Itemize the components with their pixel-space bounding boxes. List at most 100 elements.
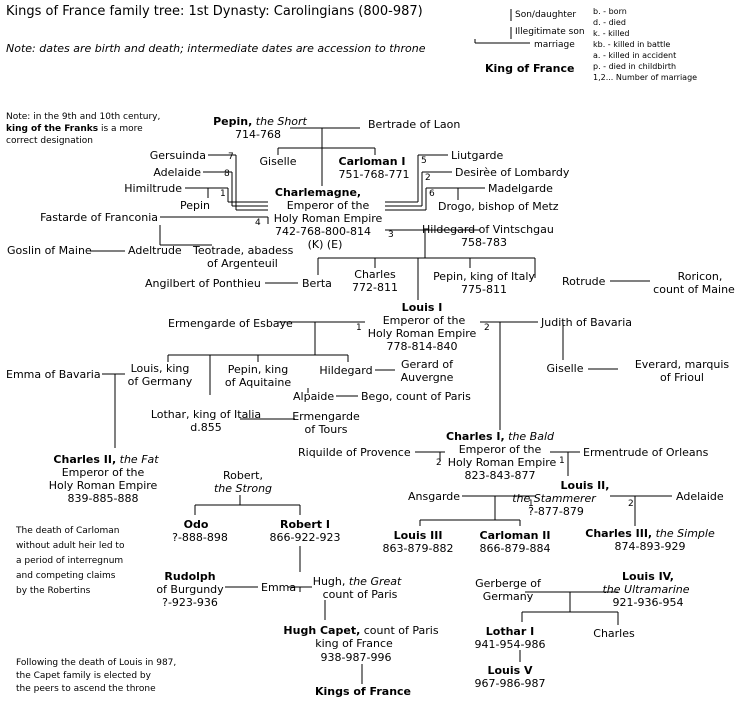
person-louis-germany: Louis, king — [130, 362, 190, 375]
person-robert-the-strong: Robert, — [223, 469, 263, 482]
person-giselle-2: Giselle — [546, 362, 584, 375]
marriage-number-4: 4 — [255, 218, 261, 228]
marriage-number-7: 7 — [228, 152, 234, 162]
person-pepin-aquitaine: Pepin, king — [227, 363, 289, 376]
person-alpaide: Alpaide — [293, 390, 335, 403]
person-gerberge-2: Germany — [482, 590, 534, 603]
dates-charles-2: 839-885-888 — [67, 492, 139, 505]
dates-lothar-italia: d.855 — [190, 421, 222, 434]
person-hugh-the-great: Hugh, the Great — [312, 575, 402, 588]
legend-died: d. - died — [593, 18, 626, 27]
person-carloman-1: Carloman I — [338, 155, 406, 168]
marriage-number-1d: 1 — [528, 499, 534, 509]
legend-marriage-number: 1,2... Number of marriage — [593, 73, 698, 82]
dates-rudolph: ?-923-936 — [162, 596, 218, 609]
dates-hugh-capet: 938-987-996 — [320, 651, 392, 664]
epithet-louis-2: the Stammerer — [512, 492, 596, 505]
dates-pepin-italy: 775-811 — [461, 283, 507, 296]
person-charles-the-bald: Charles I, the Bald — [445, 430, 555, 443]
marriage-number-1a: 1 — [220, 189, 226, 199]
person-roricon: Roricon, — [677, 270, 723, 283]
epithet-louis-4: the Ultramarine — [602, 583, 690, 596]
person-charles-last: Charles — [593, 627, 635, 640]
person-berta: Berta — [302, 277, 332, 290]
person-louis-germany-2: of Germany — [127, 375, 193, 388]
note-carloman-1: The death of Carloman — [16, 526, 120, 536]
person-hugh-capet: Hugh Capet, count of Paris — [283, 624, 439, 637]
person-angilbert: Angilbert of Ponthieu — [145, 277, 261, 290]
dates-louis-5: 967-986-987 — [474, 677, 546, 690]
dates-odo: ?-888-898 — [172, 531, 228, 544]
title-charles-2: Emperor of the — [61, 466, 145, 479]
person-pepin-italy: Pepin, king of Italy — [433, 270, 535, 283]
note-franks-line1: Note: in the 9th and 10th century, — [6, 112, 161, 122]
dates-charlemagne: 742-768-800-814 — [275, 225, 371, 238]
person-ermengarde-tours: Ermengarde — [292, 410, 360, 423]
person-riquilde: Riquilde of Provence — [298, 446, 411, 459]
dates-robert-1: 866-922-923 — [269, 531, 341, 544]
title-hugh-capet: king of France — [315, 637, 393, 650]
person-adelaide-2: Adelaide — [676, 490, 724, 503]
marriage-number-2c: 2 — [436, 458, 442, 468]
note-carloman-3: a period of interregnum — [16, 556, 124, 566]
person-lothar-italia: Lothar, king of Italia — [150, 408, 262, 421]
person-adeltrude: Adeltrude — [128, 244, 182, 257]
dates-louis-3: 863-879-882 — [382, 542, 454, 555]
person-gersuinda: Gersuinda — [149, 149, 206, 162]
person-bego: Bego, count of Paris — [361, 390, 471, 403]
dates-louis-1: 778-814-840 — [386, 340, 458, 353]
person-adelaide-1: Adelaide — [153, 166, 201, 179]
legend-died-childbirth: p. - died in childbirth — [593, 62, 677, 71]
person-teotrade-2: of Argenteuil — [207, 257, 278, 270]
marriage-number-2d: 2 — [628, 499, 634, 509]
marriage-number-8: 8 — [224, 169, 230, 179]
note-carloman-4: and competing claims — [16, 571, 116, 581]
note-capet-3: the peers to ascend the throne — [16, 684, 156, 694]
person-hildegard-2: Hildegard — [319, 364, 373, 377]
note-carloman-2: without adult heir led to — [16, 541, 125, 551]
person-fastarde: Fastarde of Franconia — [40, 211, 158, 224]
person-himiltrude: Himiltrude — [124, 182, 182, 195]
person-pepin-2: Pepin — [179, 199, 211, 212]
person-bertrade: Bertrade of Laon — [368, 118, 461, 131]
legend-king: King of France — [485, 62, 575, 75]
person-liutgarde: Liutgarde — [451, 149, 504, 162]
title-charles-the-bald: Emperor of the — [458, 443, 542, 456]
dates-lothar-1: 941-954-986 — [474, 638, 546, 651]
person-giselle-1: Giselle — [259, 155, 297, 168]
note-franks-line3: correct designation — [6, 136, 93, 146]
person-ermengarde-tours-2: of Tours — [304, 423, 348, 436]
person-emma-bavaria: Emma of Bavaria — [6, 368, 101, 381]
note-franks-line2: king of the Franks is a more — [6, 124, 143, 134]
person-hildegard-vintschgau: Hildegard of Vintschgau — [422, 223, 554, 236]
person-louis-5: Louis V — [487, 664, 533, 677]
marriage-number-3: 3 — [388, 230, 394, 240]
person-lothar-1: Lothar I — [485, 625, 535, 638]
person-gerard-2: Auvergne — [400, 371, 454, 384]
charlemagne-titles-ke: (K) (E) — [307, 238, 343, 251]
marriage-number-1c: 1 — [559, 456, 565, 466]
person-carloman-2: Carloman II — [479, 529, 551, 542]
person-madelgarde: Madelgarde — [488, 182, 553, 195]
person-everard: Everard, marquis — [634, 358, 730, 371]
marriage-number-1b: 1 — [356, 323, 362, 333]
person-desiree: Desirèe of Lombardy — [455, 166, 570, 179]
legend-killed-battle: kb. - killed in battle — [593, 40, 671, 49]
person-rotrude: Rotrude — [562, 275, 606, 288]
person-emma: Emma — [261, 581, 297, 594]
person-rudolph-2: of Burgundy — [156, 583, 224, 596]
person-charlemagne: Charlemagne, — [274, 186, 362, 199]
person-charles-2: Charles II, the Fat — [53, 453, 159, 466]
person-drogo: Drogo, bishop of Metz — [438, 200, 559, 213]
marriage-number-5: 5 — [421, 156, 427, 166]
person-louis-3: Louis III — [393, 529, 443, 542]
person-ansgarde: Ansgarde — [408, 490, 461, 503]
person-teotrade: Teotrade, abadess — [193, 244, 294, 257]
dates-charles-772: 772-811 — [352, 281, 398, 294]
legend-son: Son/daughter — [515, 10, 577, 20]
marriage-number-2a: 2 — [425, 173, 431, 183]
title-charlemagne-1: Emperor of the — [286, 199, 370, 212]
dates-charles-the-bald: 823-843-877 — [464, 469, 536, 482]
person-hugh-the-great-2: count of Paris — [322, 588, 398, 601]
marriage-number-2b: 2 — [484, 323, 490, 333]
